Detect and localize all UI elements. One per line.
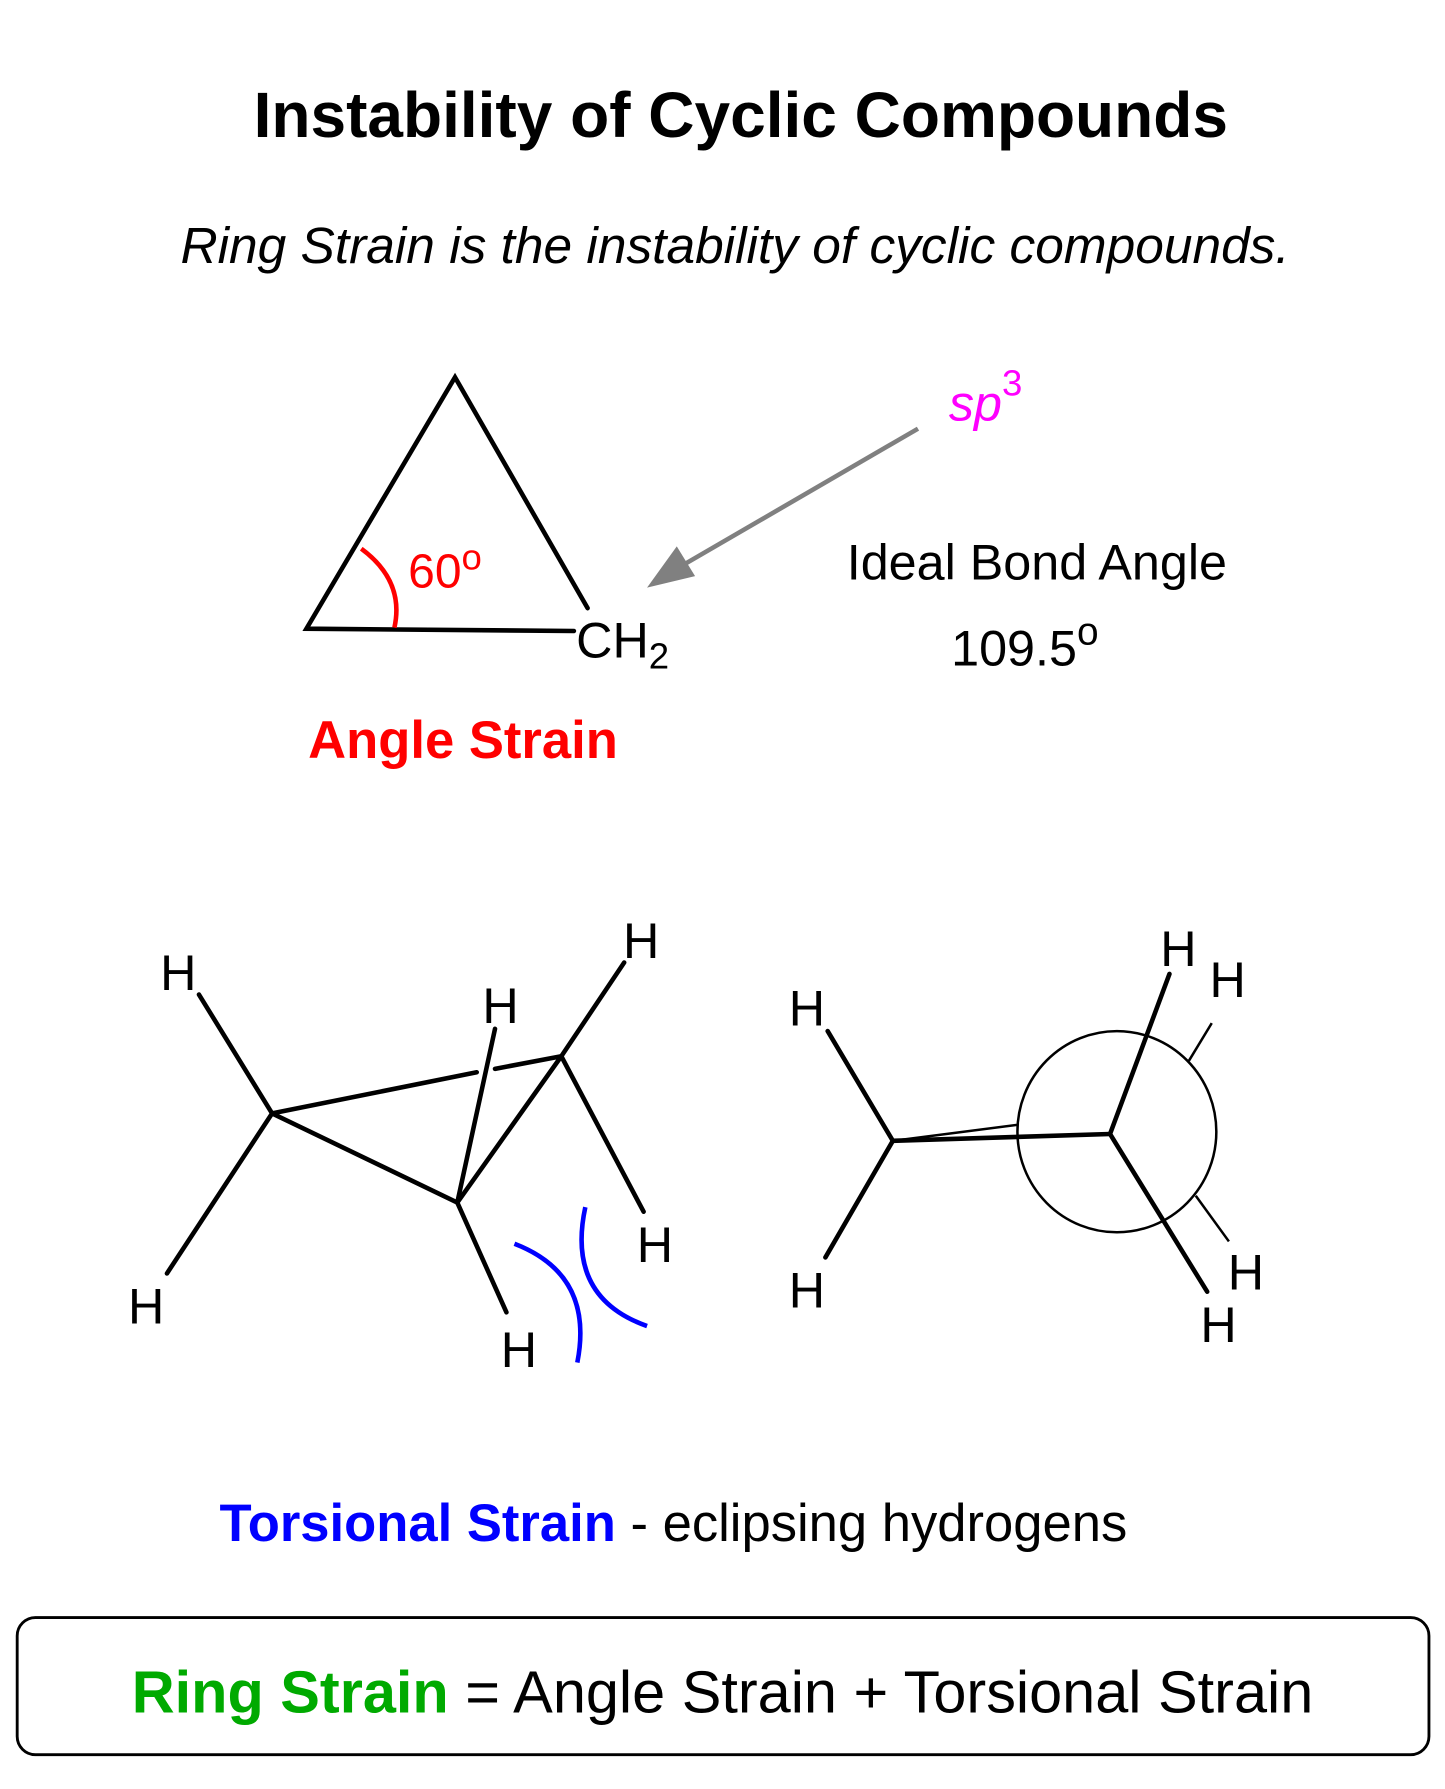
hydrogen-label: H: [637, 1216, 673, 1273]
eclipsing-arc-2: [579, 1206, 648, 1329]
hydrogen-label: H: [1209, 951, 1245, 1008]
eclipsing-arc-1: [513, 1241, 583, 1364]
equation-box: [15, 1616, 1431, 1757]
hydrogen-label: H: [1160, 920, 1196, 977]
ch2-label: CH2: [576, 611, 669, 676]
angle-value: 60o: [408, 536, 482, 598]
angle-arc: [359, 546, 399, 629]
angle-strain-caption: Angle Strain: [308, 711, 618, 770]
cyclopropane-3d: [164, 960, 648, 1364]
hydrogen-label: H: [160, 944, 196, 1001]
ring-strain-equation: Ring Strain = Angle Strain + Torsional S…: [132, 1658, 1314, 1725]
torsional-strain-caption: Torsional Strain - eclipsing hydrogens: [220, 1494, 1128, 1553]
subtitle: Ring Strain is the instability of cyclic…: [180, 216, 1289, 274]
hydrogen-label: H: [482, 977, 518, 1034]
hydrogen-label: H: [501, 1321, 537, 1378]
hydrogen-label: H: [1200, 1296, 1236, 1353]
page-title: Instability of Cyclic Compounds: [254, 79, 1228, 151]
ideal-bond-angle-label: Ideal Bond Angle: [847, 534, 1227, 591]
ideal-bond-angle-value: 109.5o: [951, 611, 1098, 677]
cyclopropane-triangle: [302, 372, 590, 634]
hydrogen-label: H: [623, 912, 659, 969]
arrow: [647, 426, 920, 588]
sp3-label: sp3: [949, 363, 1022, 432]
hydrogen-label: H: [789, 1262, 825, 1319]
hydrogen-label: H: [128, 1278, 164, 1335]
newman-projection: [823, 971, 1230, 1295]
hydrogen-label: H: [1228, 1243, 1264, 1300]
hydrogen-label: H: [789, 979, 825, 1036]
